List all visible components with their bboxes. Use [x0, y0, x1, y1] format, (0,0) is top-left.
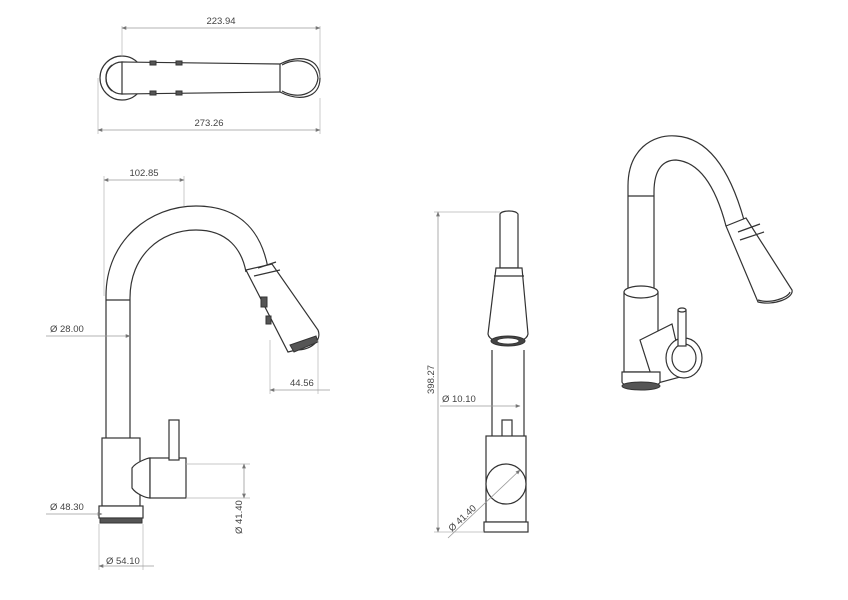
front-handle-dia-label: Ø 41.40	[447, 503, 479, 534]
neck-dia-label: Ø 28.00	[50, 324, 84, 335]
height-label: 398.27	[426, 365, 437, 394]
base-dia-label: Ø 54.10	[106, 556, 140, 567]
handle-dia-label: Ø 41.40	[234, 500, 245, 534]
top-span-label: 223.94	[206, 16, 235, 27]
top-overall-label: 273.26	[194, 118, 223, 129]
body-dia-label: Ø 48.30	[50, 502, 84, 513]
spray-len-label: 44.56	[290, 378, 314, 389]
reach-label: 102.85	[129, 168, 158, 179]
front-handle-dia-dimension-line	[447, 469, 521, 539]
side-view-faucet	[98, 205, 320, 524]
front-view: 398.27 Ø 10.10 Ø 41.40	[426, 210, 529, 539]
top-view: 223.94 273.26	[97, 16, 321, 134]
inner-dia-label: Ø 10.10	[442, 394, 476, 405]
front-view-faucet	[483, 210, 529, 533]
isometric-view	[621, 135, 793, 391]
side-view: 102.85 Ø 28.00 44.56 Ø 48.30 Ø 41.40 Ø 5…	[46, 168, 330, 570]
top-view-faucet	[99, 55, 321, 101]
